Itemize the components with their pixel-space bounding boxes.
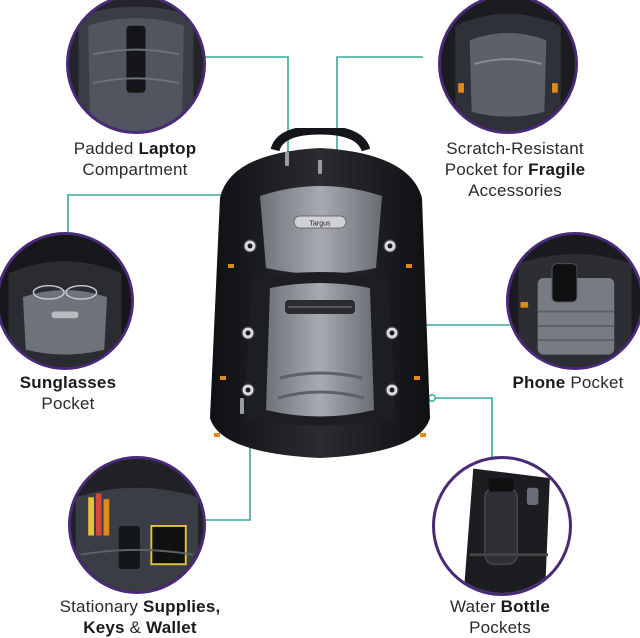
backpack-image: Targus — [210, 128, 430, 458]
leader-fragile — [336, 56, 423, 188]
fragile-pocket-photo — [438, 0, 578, 134]
leader-sunglasses — [67, 194, 276, 232]
label-laptop-compartment: Padded Laptop Compartment — [73, 139, 197, 179]
brand-logo: Targus — [309, 221, 331, 228]
sunglasses-pocket-photo — [0, 232, 134, 370]
laptop-compartment-photo — [66, 0, 206, 134]
label-water-bottle-pockets: Water Bottle Pockets — [449, 597, 550, 637]
label-fragile-pocket: Scratch-Resistant Pocket for Fragile Acc… — [444, 139, 586, 200]
label-sunglasses-pocket: Sunglasses Pocket — [19, 373, 117, 413]
label-supplies-pocket: Stationary Supplies, Keys & Wallet — [59, 597, 221, 637]
leader-laptop — [205, 56, 289, 160]
supplies-pocket-photo — [68, 456, 206, 594]
water-bottle-pocket-photo — [432, 456, 572, 596]
leader-bottle — [432, 397, 493, 470]
label-phone-pocket: Phone Pocket — [512, 373, 624, 392]
phone-pocket-photo — [506, 232, 640, 370]
